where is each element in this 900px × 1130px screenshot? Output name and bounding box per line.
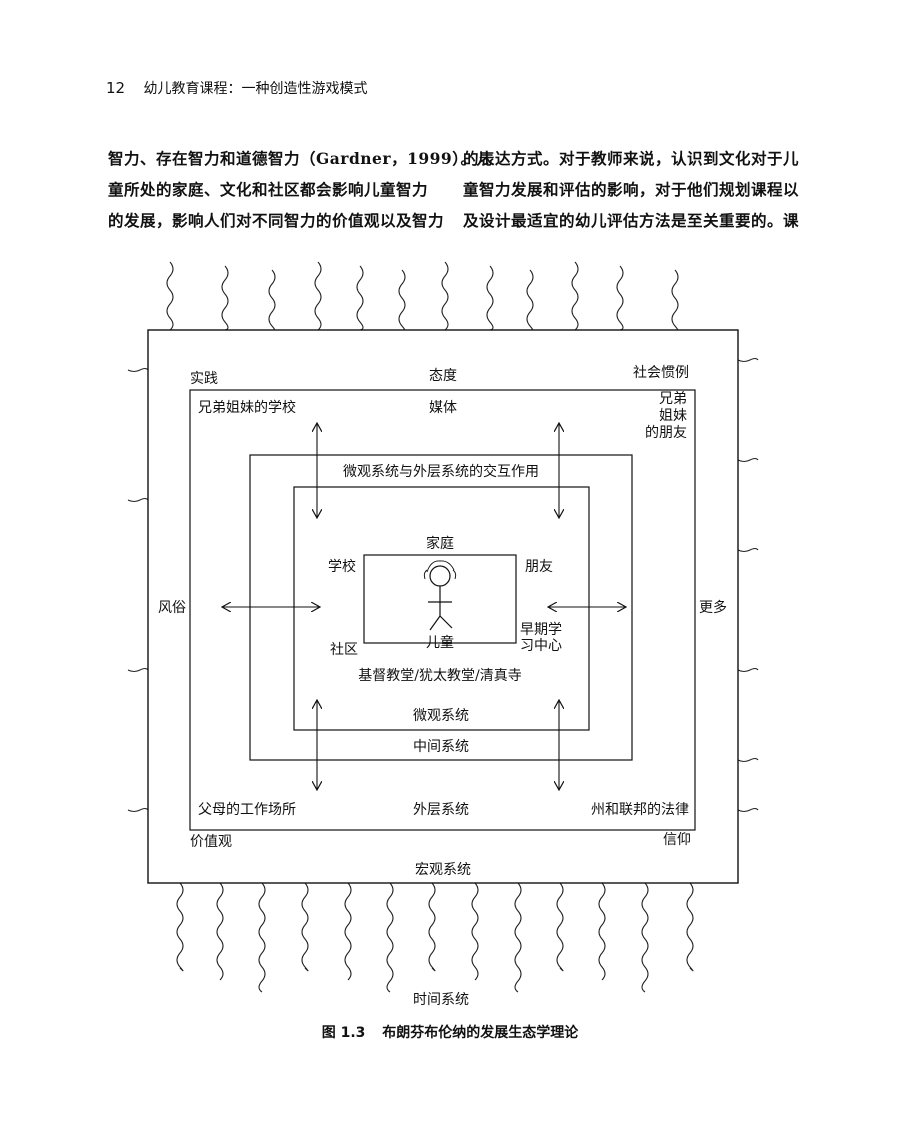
figure-number: 图 1.3 (321, 1025, 366, 1041)
ecological-systems-diagram: 实践 态度 社会惯例 风俗 更多 价值观 信仰 宏观系统 兄弟姐妹的学校 媒体 … (127, 261, 759, 1008)
label-customs: 风俗 (158, 600, 186, 616)
label-media: 媒体 (429, 400, 457, 416)
label-child: 儿童 (426, 634, 454, 651)
label-state-federal-law: 州和联邦的法律 (591, 802, 689, 818)
label-chronosystem: 时间系统 (413, 992, 469, 1008)
label-parents-workplace: 父母的工作场所 (198, 802, 296, 818)
body-text-right-column: 的表达方式。对于教师来说，认识到文化对于儿 童智力发展和评估的影响，对于他们规划… (463, 143, 800, 236)
label-early-learning-center: 习中心 (520, 638, 562, 654)
label-practice: 实践 (190, 371, 218, 387)
body-line: 的表达方式。对于教师来说，认识到文化对于儿 (463, 149, 800, 168)
label-family: 家庭 (426, 535, 454, 552)
label-siblings-school: 兄弟姐妹的学校 (198, 399, 296, 416)
label-exosystem: 外层系统 (413, 802, 469, 818)
label-values: 价值观 (190, 834, 232, 850)
label-attitude: 态度 (429, 368, 457, 384)
label-more: 更多 (699, 599, 727, 616)
label-school: 学校 (328, 558, 356, 575)
label-siblings-friends: 兄弟 (659, 391, 687, 407)
label-beliefs: 信仰 (663, 832, 691, 848)
label-macrosystem: 宏观系统 (415, 862, 471, 878)
child-stick-figure-icon (423, 560, 457, 631)
label-siblings-friends: 姐妹 (659, 408, 687, 424)
label-friends: 朋友 (525, 559, 553, 575)
label-siblings-friends: 的朋友 (645, 425, 687, 441)
body-line: 的发展，影响人们对不同智力的价值观以及智力 (108, 211, 445, 230)
figure-caption: 图 1.3 布朗芬布伦纳的发展生态学理论 (0, 1022, 900, 1042)
page-number: 12 (106, 79, 126, 97)
figure-title: 布朗芬布伦纳的发展生态学理论 (382, 1025, 579, 1041)
chronosystem-squiggles (127, 261, 759, 993)
body-text-left-column: 智力、存在智力和道德智力（Gardner，1999）。儿 童所处的家庭、文化和社… (108, 143, 493, 236)
body-line: 智力、存在智力和道德智力（Gardner，1999）。儿 (108, 149, 493, 168)
body-line: 童智力发展和评估的影响，对于他们规划课程以 (463, 180, 800, 199)
running-header: 12 幼儿教育课程：一种创造性游戏模式 (106, 78, 368, 98)
label-social-conventions: 社会惯例 (633, 364, 689, 381)
label-community: 社区 (330, 642, 358, 658)
body-line: 童所处的家庭、文化和社区都会影响儿童智力 (108, 180, 429, 199)
label-microsystem: 微观系统 (413, 708, 469, 724)
body-line: 及设计最适宜的幼儿评估方法是至关重要的。课 (463, 211, 800, 230)
label-early-learning-center: 早期学 (520, 622, 562, 638)
child-box (363, 554, 517, 644)
running-title: 幼儿教育课程：一种创造性游戏模式 (143, 81, 368, 97)
label-religious-institutions: 基督教堂/犹太教堂/清真寺 (358, 667, 521, 684)
label-micro-exo-interaction: 微观系统与外层系统的交互作用 (343, 463, 539, 480)
label-mesosystem: 中间系统 (413, 739, 469, 755)
exosystem-box (189, 389, 696, 831)
